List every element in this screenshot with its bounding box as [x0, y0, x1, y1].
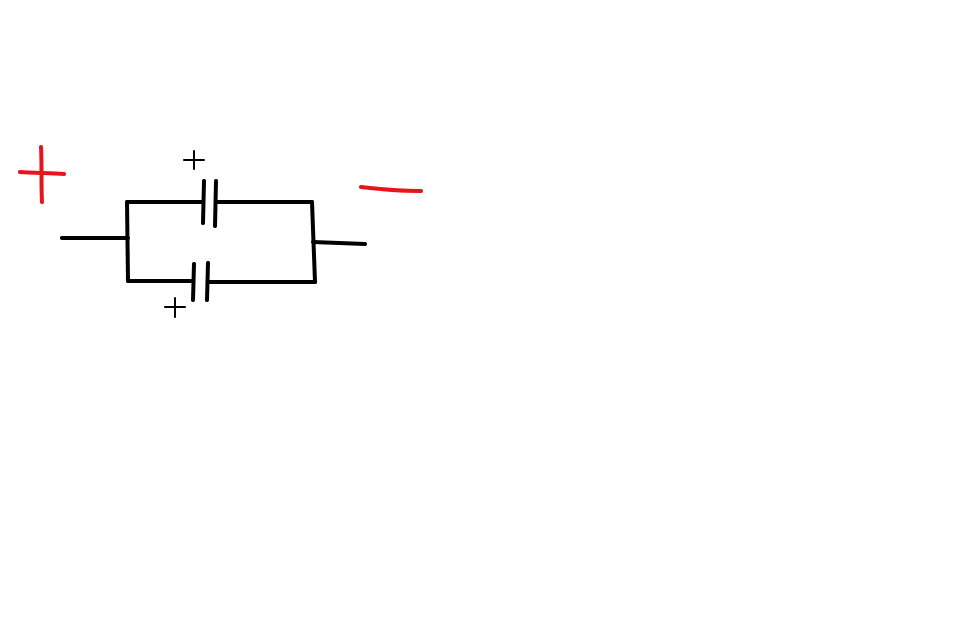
- negative-terminal-sign: [359, 185, 423, 193]
- capacitor-upper-right-plate: [213, 179, 218, 228]
- capacitor-lower-polarity-mark: [164, 297, 186, 318]
- positive-terminal-sign: [18, 145, 66, 204]
- capacitor-lower-left-plate: [191, 262, 196, 302]
- output-lead-wire: [311, 240, 367, 246]
- capacitor-upper: [201, 179, 218, 228]
- capacitor-upper-left-plate: [201, 179, 206, 225]
- circuit-wires: [60, 200, 367, 284]
- left-bus-wire: [125, 200, 130, 283]
- capacitor-upper-polarity-mark: [183, 150, 205, 170]
- capacitor-lower-right-plate: [205, 261, 210, 302]
- capacitor-lower: [191, 261, 210, 302]
